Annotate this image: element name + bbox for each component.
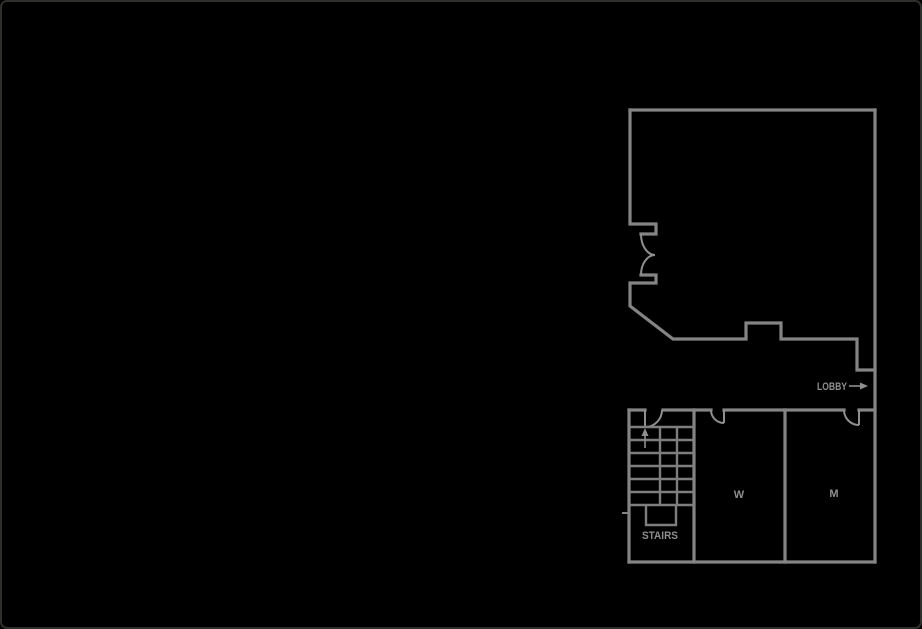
stairs-label: STAIRS <box>642 530 678 542</box>
stairs-door-arc <box>644 409 663 428</box>
women-room-label: W <box>734 489 745 501</box>
main-room-double-door-arc-top <box>640 233 656 256</box>
lobby-direction-arrow-icon <box>849 382 868 390</box>
stairs-treads <box>630 425 694 507</box>
main-room-left-wall-lower-and-bottom <box>628 273 877 372</box>
stairs-up-arrow-head <box>641 428 649 436</box>
main-room-left-wall-upper <box>628 108 658 236</box>
lobby-arrow-head <box>860 382 868 390</box>
men-door-arc <box>843 409 860 426</box>
building-walls <box>628 108 877 564</box>
doors <box>640 233 860 428</box>
stairs-landing-outline <box>644 505 678 527</box>
stairs-up-arrow-icon <box>641 428 649 448</box>
women-door-arc <box>710 409 725 424</box>
main-room-double-door-arc-bottom <box>640 254 656 276</box>
lower-block-walls <box>627 408 877 564</box>
men-room-label: M <box>829 488 838 500</box>
lobby-label: LOBBY <box>817 381 848 393</box>
stairs-detail <box>630 425 694 527</box>
stairs-stringer-lines <box>658 427 679 505</box>
